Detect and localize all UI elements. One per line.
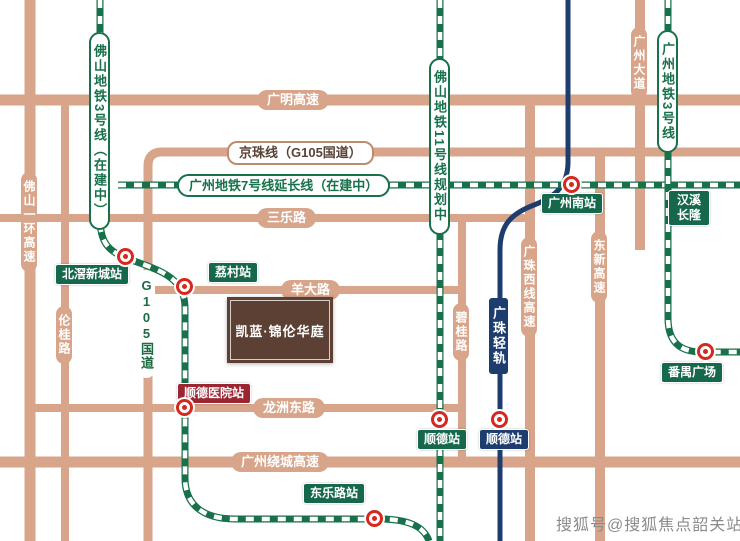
station-licun: 荔村站: [208, 262, 259, 283]
label-foshan-line11: 佛山地铁11号线规划中: [429, 58, 450, 235]
label-dongxin: 东新高速: [591, 231, 607, 303]
road-g105-jingzhu: [143, 147, 740, 541]
marker-panyu: [697, 343, 714, 360]
station-hanxi: 汉溪长隆: [668, 190, 710, 226]
watermark: 搜狐号@搜狐焦点韶关站: [556, 517, 740, 534]
label-gz-line3: 广州地铁3号线: [657, 30, 678, 154]
label-lightrail: 广珠轻轨: [489, 298, 508, 374]
label-lungui: 伦桂路: [56, 306, 72, 364]
marker-shunde-metro: [431, 411, 448, 428]
station-beijiao: 北滘新城站: [55, 264, 130, 285]
marker-donglelu: [366, 510, 383, 527]
marker-beijiao: [117, 248, 134, 265]
station-gznan: 广州南站: [541, 193, 604, 214]
marker-gznan: [563, 176, 580, 193]
label-longzhou: 龙洲东路: [253, 398, 326, 418]
label-guangzhu-west: 广珠西线高速: [521, 237, 537, 337]
label-foshan-line3: 佛山地铁3号线（在建中）: [89, 32, 110, 231]
station-shunde-metro: 顺德站: [417, 429, 468, 450]
marker-shunde-hospital: [176, 399, 193, 416]
label-bigui: 碧桂路: [453, 303, 469, 361]
station-shunde-rail: 顺德站: [479, 429, 530, 450]
label-jingzhu-g105: 京珠线（G105国道）: [227, 141, 374, 165]
label-raocheng: 广州绕城高速: [231, 452, 330, 472]
station-shunde-hospital: 顺德医院站: [177, 383, 252, 404]
label-guangming: 广明高速: [257, 90, 330, 110]
label-foshan-ring: 佛山一环高速: [21, 172, 37, 272]
label-gzdadao: 广州大道: [631, 27, 647, 99]
property-box: 凯蓝·锦伦华庭: [227, 297, 333, 363]
marker-licun: [176, 278, 193, 295]
label-gz-line7-ext: 广州地铁7号线延长线（在建中）: [177, 174, 391, 197]
station-panyu: 番禺广场: [661, 362, 724, 383]
label-sanle: 三乐路: [257, 208, 317, 228]
station-donglelu: 东乐路站: [303, 483, 366, 504]
label-yangda: 羊大路: [281, 280, 341, 300]
label-g105: G105国道: [138, 270, 155, 378]
marker-shunde-rail: [491, 411, 508, 428]
line-gz-3: [664, 0, 740, 356]
